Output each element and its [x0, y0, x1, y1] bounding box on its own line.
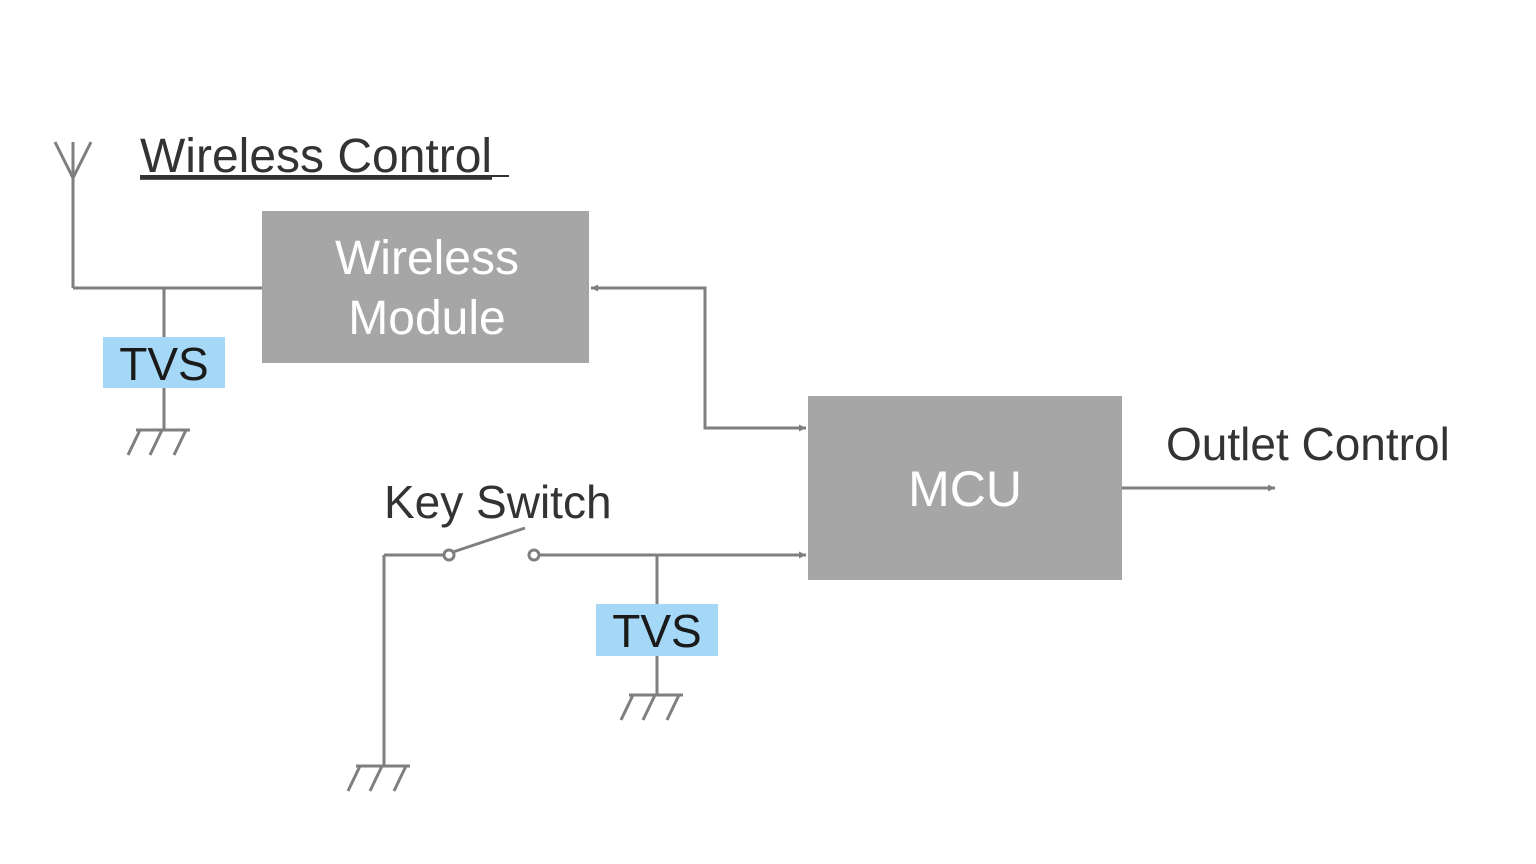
mcu-label: MCU	[908, 461, 1022, 517]
outlet-control-label: Outlet Control	[1166, 418, 1450, 470]
wireless-module-label-line1: Wireless	[335, 232, 519, 285]
ground-icon	[619, 693, 683, 721]
tvs-top-label: TVS	[119, 338, 208, 390]
ground-icon	[126, 428, 190, 456]
wireless-module-block	[262, 211, 589, 363]
wireless-module-label-line2: Module	[348, 292, 505, 345]
antenna-icon	[53, 141, 93, 288]
tvs-bottom-label: TVS	[612, 605, 701, 657]
ground-icon	[346, 764, 410, 792]
mcu-block	[808, 396, 1122, 580]
tvs-top-box	[103, 337, 225, 388]
tvs-bottom-box	[596, 604, 718, 656]
key-switch-symbol	[382, 526, 541, 766]
key-switch-label: Key Switch	[384, 476, 612, 528]
module-mcu-link	[591, 284, 806, 432]
wireless-control-title: Wireless Control	[140, 130, 492, 183]
